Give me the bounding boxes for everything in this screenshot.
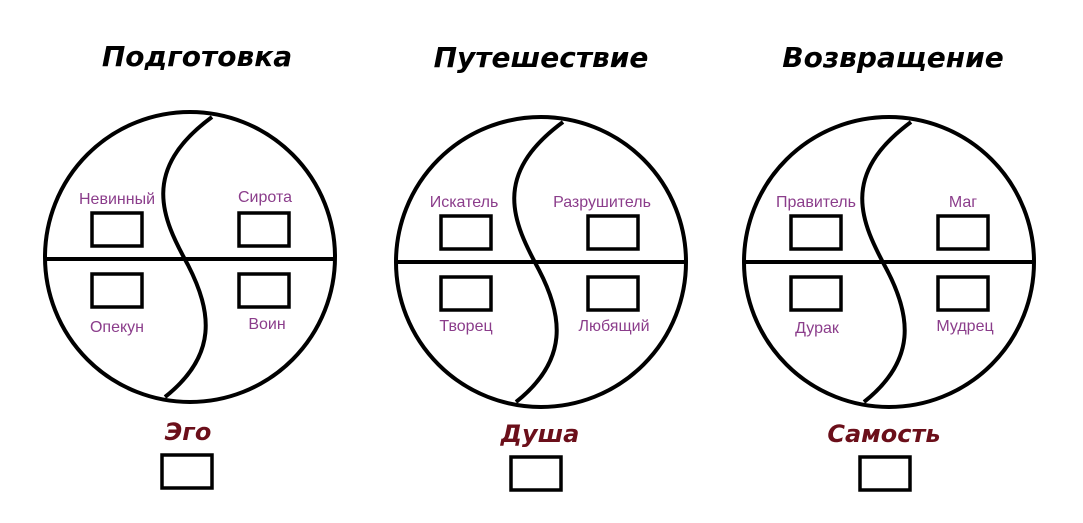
stage-return: Возвращение Правитель Маг Дурак Мудрец С… bbox=[742, 41, 1036, 492]
s-curve-divider bbox=[161, 115, 214, 399]
archetype-label-top-right: Маг bbox=[949, 194, 977, 211]
archetype-slot-top-left[interactable] bbox=[90, 211, 144, 248]
archetype-label-bottom-left: Опекун bbox=[90, 319, 144, 336]
stage-title: Подготовка bbox=[102, 40, 292, 73]
archetype-label-bottom-left: Творец bbox=[439, 318, 492, 335]
stage-title: Возвращение bbox=[782, 41, 1003, 74]
archetype-slot-top-left[interactable] bbox=[439, 214, 493, 251]
bottom-slot[interactable] bbox=[858, 455, 912, 492]
archetype-label-top-left: Невинный bbox=[79, 191, 155, 208]
bottom-label: Эго bbox=[165, 418, 212, 446]
bottom-label: Самость bbox=[827, 420, 940, 448]
archetype-slot-top-left[interactable] bbox=[789, 214, 843, 251]
bottom-label: Душа bbox=[500, 420, 580, 448]
archetype-slot-bottom-left[interactable] bbox=[439, 275, 493, 312]
s-curve-divider bbox=[512, 120, 565, 404]
archetype-label-bottom-left: Дурак bbox=[795, 320, 840, 337]
stage-preparation: Подготовка Невинный Сирота Опекун Воин Э… bbox=[43, 40, 337, 490]
archetype-slot-top-right[interactable] bbox=[237, 211, 291, 248]
archetype-slot-bottom-right[interactable] bbox=[237, 272, 291, 309]
archetype-slot-top-right[interactable] bbox=[586, 214, 640, 251]
archetype-slot-top-right[interactable] bbox=[936, 214, 990, 251]
archetype-label-top-right: Сирота bbox=[238, 189, 292, 206]
archetype-label-top-right: Разрушитель bbox=[553, 194, 651, 211]
bottom-slot[interactable] bbox=[509, 455, 563, 492]
archetype-label-bottom-right: Мудрец bbox=[936, 318, 993, 335]
archetype-label-top-left: Правитель bbox=[776, 194, 856, 211]
archetype-slot-bottom-right[interactable] bbox=[936, 275, 990, 312]
bottom-slot[interactable] bbox=[160, 453, 214, 490]
archetype-slot-bottom-left[interactable] bbox=[789, 275, 843, 312]
stage-journey: Путешествие Искатель Разрушитель Творец … bbox=[394, 41, 688, 492]
stage-title: Путешествие bbox=[434, 41, 649, 74]
archetype-label-bottom-right: Воин bbox=[248, 316, 285, 333]
s-curve-divider bbox=[860, 120, 913, 404]
archetype-slot-bottom-left[interactable] bbox=[90, 272, 144, 309]
archetype-label-bottom-right: Любящий bbox=[578, 318, 649, 335]
archetype-label-top-left: Искатель bbox=[430, 194, 499, 211]
archetype-slot-bottom-right[interactable] bbox=[586, 275, 640, 312]
